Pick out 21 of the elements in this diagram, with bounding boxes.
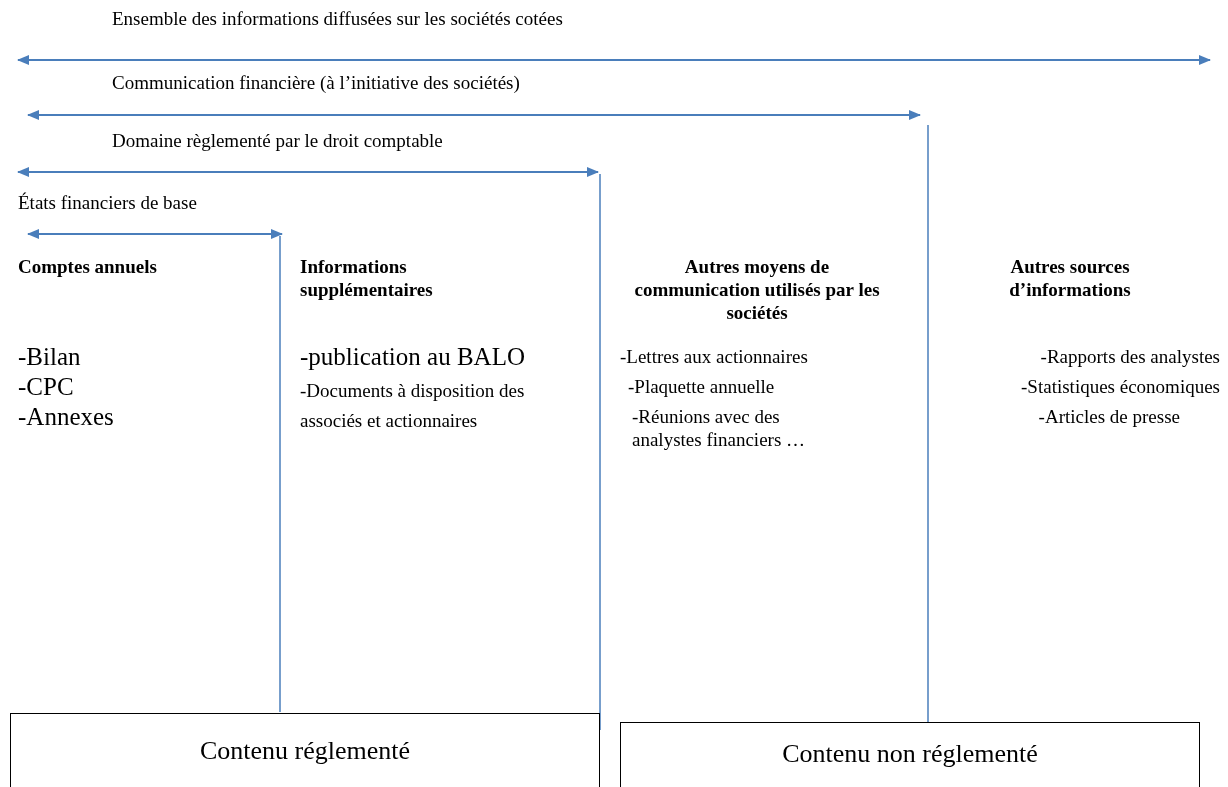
content-box: Contenu non réglementé: [620, 722, 1200, 787]
list-item: -Bilan: [18, 342, 82, 372]
column-heading: Autres sources d’informations: [1008, 256, 1132, 302]
column-heading: Informations supplémentaires: [300, 256, 434, 302]
span-label: Communication financière (à l’initiative des sociétés): [112, 72, 521, 95]
list-item: -Documents à disposition des associés et actionnaires: [300, 379, 526, 434]
list-item: -Plaquette annuelle: [628, 376, 776, 399]
column-heading: Comptes annuels: [18, 256, 158, 279]
list-item: -Annexes: [18, 402, 115, 432]
list-item: -Lettres aux actionnaires: [620, 346, 809, 369]
span-label: Domaine règlementé par le droit comptable: [112, 130, 444, 153]
span-label: Ensemble des informations diffusées sur les sociétés cotées: [112, 8, 564, 31]
list-item: -Réunions avec des analystes financiers …: [632, 406, 807, 452]
content-box: Contenu réglementé: [10, 713, 600, 787]
column-heading: Autres moyens de communication utilisés par les sociétés: [633, 256, 881, 325]
list-item: -Articles de presse: [1037, 406, 1180, 429]
list-item: -CPC: [18, 372, 75, 402]
span-label: États financiers de base: [18, 192, 198, 215]
list-item: -Statistiques économiques: [1020, 376, 1220, 399]
list-item: -Rapports des analystes: [1039, 346, 1220, 369]
list-item: -publication au BALO: [300, 342, 526, 372]
